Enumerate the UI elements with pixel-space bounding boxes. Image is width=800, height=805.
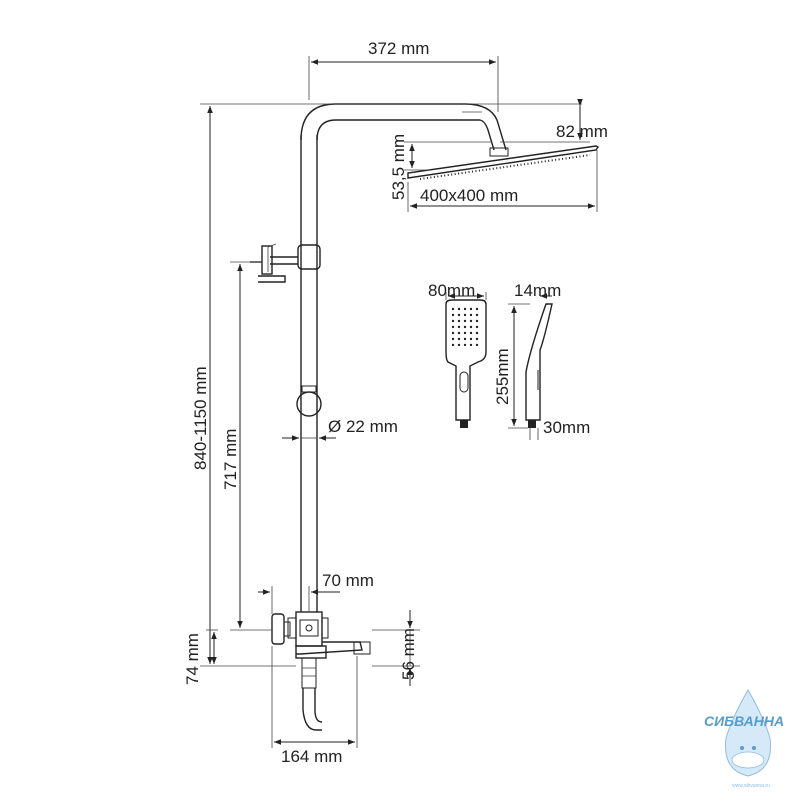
rain-shower-head bbox=[407, 145, 600, 180]
label-hand-length: 255mm bbox=[493, 348, 512, 405]
dim-head-offset: 53,5 mm bbox=[389, 134, 492, 200]
dim-top-width: 372 mm bbox=[308, 39, 499, 112]
dim-tube-diameter: Ø 22 mm bbox=[282, 417, 398, 441]
watermark-brand: СИБВАННА bbox=[704, 713, 784, 729]
dim-total-height: 840-1150 mm bbox=[191, 103, 582, 667]
mixer-body bbox=[271, 611, 371, 731]
label-head-height: 82 mm bbox=[556, 122, 608, 141]
shower-column bbox=[300, 103, 509, 612]
label-total-height: 840-1150 mm bbox=[191, 366, 210, 470]
label-base-width: 164 mm bbox=[281, 747, 342, 766]
label-head-offset: 53,5 mm bbox=[389, 134, 408, 200]
label-bottom-left: 74 mm bbox=[183, 633, 202, 685]
dim-bottom-right: 56 mm bbox=[372, 610, 420, 686]
label-hand-depth: 14mm bbox=[514, 281, 561, 300]
slider-knob bbox=[296, 385, 322, 417]
dim-mixer-offset: 70 mm bbox=[258, 571, 374, 614]
dim-hand-width: 80mm bbox=[428, 281, 487, 300]
upper-holder bbox=[250, 243, 321, 283]
label-bottom-right: 56 mm bbox=[399, 628, 418, 680]
dim-base-width: 164 mm bbox=[271, 646, 358, 766]
dim-hand-depth: 14mm bbox=[514, 281, 561, 300]
watermark-logo: СИБВАННА www.sibvanna.ru bbox=[704, 688, 784, 789]
label-top-width: 372 mm bbox=[368, 39, 429, 58]
dim-head-height: 82 mm bbox=[500, 99, 608, 143]
dim-slide-height: 717 mm bbox=[221, 261, 272, 631]
dim-hand-base: 30mm bbox=[529, 418, 590, 440]
dim-bottom-left: 74 mm bbox=[183, 629, 218, 685]
label-slide-height: 717 mm bbox=[221, 429, 240, 490]
dim-hand-length: 255mm bbox=[493, 303, 530, 429]
label-hand-base: 30mm bbox=[543, 418, 590, 437]
hand-shower-front bbox=[445, 299, 487, 428]
label-hand-width: 80mm bbox=[428, 281, 475, 300]
label-tube-diameter: Ø 22 mm bbox=[328, 417, 398, 436]
hand-shower-side bbox=[525, 303, 553, 428]
label-head-size: 400x400 mm bbox=[420, 186, 518, 205]
watermark-url: www.sibvanna.ru bbox=[732, 783, 770, 789]
dim-head-size: 400x400 mm bbox=[407, 150, 598, 212]
label-mixer-offset: 70 mm bbox=[322, 571, 374, 590]
